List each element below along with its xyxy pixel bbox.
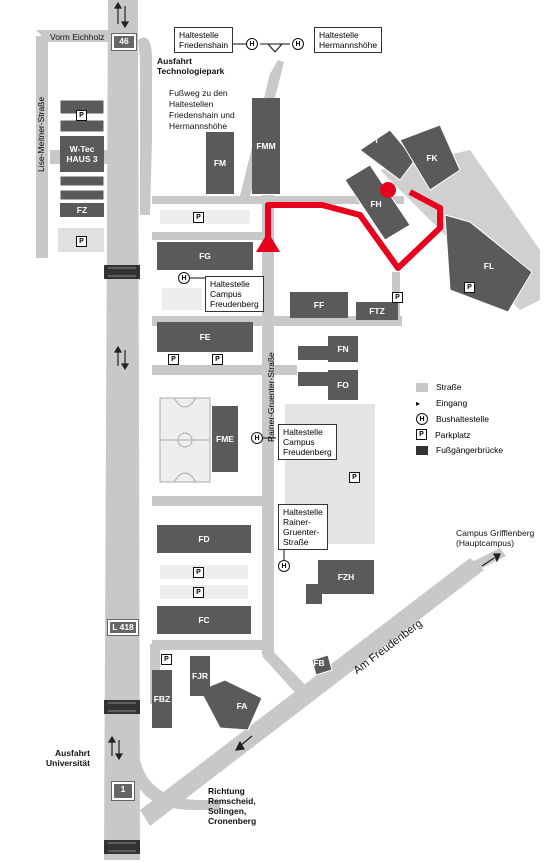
footpath-label: Fußweg zu den Haltestellen Friedenshain …: [169, 88, 235, 131]
parking-icon: P: [464, 282, 475, 293]
stop-friedenshain-box: Haltestelle Friedenshain: [174, 27, 234, 53]
building-fd: FD: [157, 525, 251, 553]
bus-stop-icon: H: [278, 560, 290, 572]
lise-meitner-label: Lise-Meitner-Straße: [36, 96, 46, 172]
legend-strasse: Straße: [416, 382, 462, 392]
building-fo-wing: [298, 372, 328, 386]
exit-tech-label: Ausfahrt Technologiepark: [157, 56, 225, 76]
bridge-swatch-icon: [416, 445, 428, 455]
road-fm-level: [152, 196, 262, 204]
building-ftz: FTZ: [356, 302, 398, 320]
main-highway: [104, 0, 140, 860]
route-end-dot: [380, 182, 396, 198]
parking-icon: P: [392, 292, 403, 303]
parking-icon: P: [212, 354, 223, 365]
bridge-2: [104, 700, 140, 714]
building-fn: FN: [328, 336, 358, 362]
route-start-arrow: [256, 232, 280, 252]
richtung-label: Richtung Remscheid, Solingen, Cronenberg: [208, 786, 257, 826]
building-fzh-wing: [306, 584, 322, 604]
bus-stop-icon: H: [178, 272, 190, 284]
parking-icon: P: [193, 567, 204, 578]
building-ff: FF: [290, 292, 348, 318]
building-fl: FL: [483, 261, 495, 271]
building-fm: FM: [206, 132, 234, 194]
rainer-gruenter-label: Rainer-Gruenter-Straße: [266, 352, 276, 442]
legend-label: Fußgängerbrücke: [436, 445, 504, 455]
stop-rainer-gruenter: Haltestelle Rainer- Gruenter- Straße: [278, 504, 328, 550]
parking-icon: P: [193, 587, 204, 598]
building-fc: FC: [157, 606, 251, 634]
parking-icon: P: [76, 236, 87, 247]
building-fmm: FMM: [252, 98, 280, 194]
legend-parkplatz: P Parkplatz: [416, 429, 470, 440]
parking-icon: P: [349, 472, 360, 483]
red-route: [265, 189, 443, 271]
legend-label: Parkplatz: [435, 429, 471, 440]
parking-icon: P: [161, 654, 172, 665]
wtec-haus3-building: W-Tec HAUS 3: [60, 136, 104, 172]
legend-bushaltestelle: H Bushaltestelle: [416, 413, 489, 425]
building-fz: FZ: [60, 203, 104, 217]
stop-hermannshoehe-box: Haltestelle Hermannshöhe: [314, 27, 383, 53]
am-freudenberg-road: [140, 558, 484, 826]
parking-icon: P: [76, 110, 87, 121]
parking-icon: P: [416, 429, 427, 440]
lise-meitner-road: [36, 36, 48, 258]
legend-eingang: ▸ Eingang: [416, 398, 467, 408]
building-fn-wing: [298, 346, 328, 360]
road-ff-level: [152, 316, 402, 326]
vorm-eichholz-road: [36, 30, 108, 42]
building-fh: FH: [370, 199, 382, 209]
building-fe: FE: [157, 322, 253, 352]
exit-ramp-north: [138, 37, 152, 215]
road-swatch-icon: [416, 382, 428, 392]
building-fjr: FJR: [190, 656, 210, 696]
building-fzh: FZH: [318, 560, 374, 594]
building-fbz: FBZ: [152, 670, 172, 728]
legend-label: Eingang: [436, 398, 468, 408]
stop-campus-freudenberg-2: Haltestelle Campus Freudenberg: [278, 424, 337, 460]
bridge-3: [104, 840, 140, 854]
building-fi: FI: [370, 135, 378, 145]
parking-icon: P: [193, 212, 204, 223]
a46-shield: 46: [111, 33, 137, 51]
building-fo: FO: [328, 370, 358, 400]
legend-label: Straße: [436, 382, 462, 392]
building-fg: FG: [157, 242, 253, 270]
exit-uni-label: Ausfahrt Universität: [46, 748, 90, 768]
b1-shield: 1: [111, 781, 135, 801]
building-fb: FB: [313, 658, 325, 668]
bus-stop-icon: H: [292, 38, 304, 50]
vorm-eichholz-label: Vorm Eichholz: [50, 32, 105, 42]
bridge-1: [104, 265, 140, 279]
l418-shield: L 418: [107, 619, 139, 636]
bus-stop-icon: H: [416, 413, 428, 425]
entrance-icon: ▸: [416, 398, 421, 408]
bus-stop-icon: H: [246, 38, 258, 50]
fk-wing: [399, 124, 461, 191]
parking-icon: P: [168, 354, 179, 365]
building-fk: FK: [426, 153, 438, 163]
campus-grifflenberg-label: Campus Grifflenberg (Hauptcampus): [456, 528, 535, 548]
stop-campus-freudenberg-1: Haltestelle Campus Freudenberg: [205, 276, 264, 312]
building-fme: FME: [212, 406, 238, 472]
legend-fussgaengerbruecke: Fußgängerbrücke: [416, 445, 503, 455]
building-fa: FA: [236, 701, 248, 711]
legend-label: Bushaltestelle: [436, 414, 489, 424]
bus-stop-icon: H: [251, 432, 263, 444]
rainer-gruenter-road: [262, 195, 274, 655]
